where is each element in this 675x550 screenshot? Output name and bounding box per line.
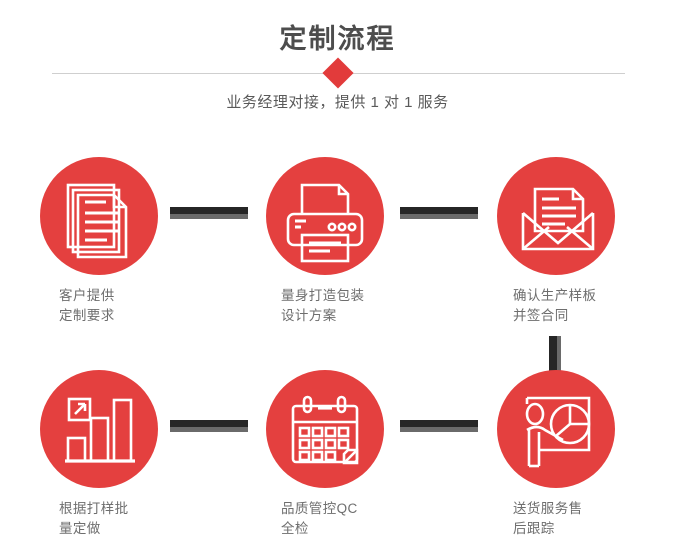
step-4-caption-line2: 量定做 (59, 521, 101, 536)
connector-bar-main (170, 207, 248, 214)
connector-bar-shadow (170, 427, 248, 432)
connector-bar-shadow (400, 427, 478, 432)
connector-step2-step3 (400, 207, 478, 219)
diamond-marker-icon (322, 57, 354, 89)
step-6-caption-line2: 后跟踪 (513, 521, 555, 536)
connector-bar-shadow (557, 336, 561, 374)
connector-bar-main (549, 336, 557, 374)
step-1-caption: 客户提供 定制要求 (59, 286, 219, 326)
step-3-caption: 确认生产样板 并签合同 (513, 286, 673, 326)
step-1-circle[interactable] (40, 157, 158, 275)
bar-chart-growth-icon (65, 397, 135, 463)
step-3-circle[interactable] (497, 157, 615, 275)
step-4-caption: 根据打样批 量定做 (59, 499, 219, 539)
connector-step5-step6 (400, 420, 478, 432)
step-5-circle[interactable] (266, 370, 384, 488)
connector-bar-shadow (400, 214, 478, 219)
presentation-piechart-person-icon (525, 396, 591, 468)
printer-icon (286, 183, 364, 263)
step-6-caption: 送货服务售 后跟踪 (513, 499, 673, 539)
connector-bar-main (170, 420, 248, 427)
connector-bar-shadow (170, 214, 248, 219)
step-2-caption: 量身打造包装 设计方案 (281, 286, 441, 326)
connector-step4-step5 (170, 420, 248, 432)
step-3-caption-line2: 并签合同 (513, 308, 569, 323)
step-6-caption-line1: 送货服务售 (513, 501, 583, 516)
step-2-caption-line2: 设计方案 (281, 308, 337, 323)
step-5-caption-line1: 品质管控QC (281, 501, 358, 516)
connector-step1-step2 (170, 207, 248, 219)
step-2-caption-line1: 量身打造包装 (281, 288, 365, 303)
connector-step3-step6 (549, 336, 561, 374)
calendar-icon (291, 395, 359, 465)
page-title: 定制流程 (279, 24, 396, 54)
step-6-circle[interactable] (497, 370, 615, 488)
step-5-caption: 品质管控QC 全检 (281, 499, 441, 539)
envelope-document-icon (521, 187, 595, 251)
connector-bar-main (400, 420, 478, 427)
page-subtitle: 业务经理对接，提供 1 对 1 服务 (226, 94, 449, 111)
step-1-caption-line1: 客户提供 (59, 288, 115, 303)
step-4-circle[interactable] (40, 370, 158, 488)
connector-bar-main (400, 207, 478, 214)
step-2-circle[interactable] (266, 157, 384, 275)
step-5-caption-line2: 全检 (281, 521, 309, 536)
step-1-caption-line2: 定制要求 (59, 308, 115, 323)
step-4-caption-line1: 根据打样批 (59, 501, 129, 516)
documents-stack-icon (66, 183, 128, 259)
step-3-caption-line1: 确认生产样板 (513, 288, 597, 303)
